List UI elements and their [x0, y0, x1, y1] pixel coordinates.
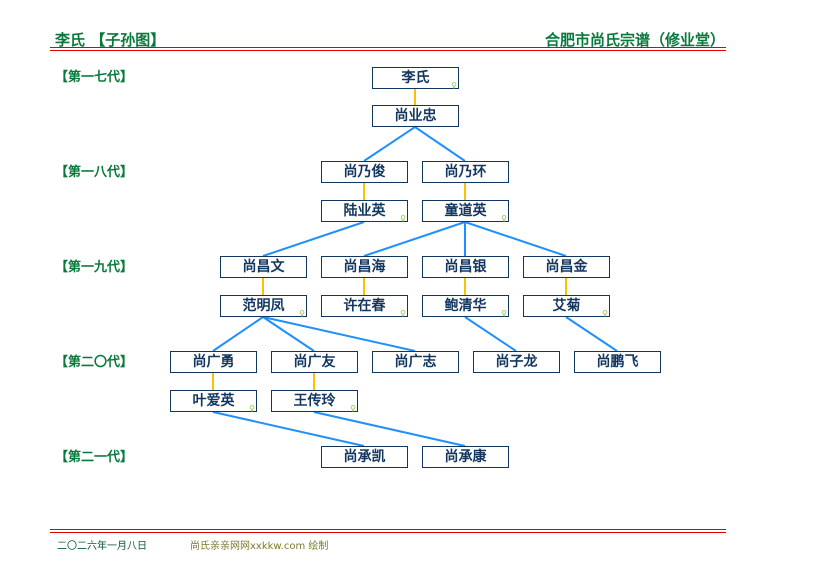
person-box[interactable]: 尚鹏飞 [574, 351, 661, 373]
header-rule [50, 50, 726, 51]
person-name: 李氏 [401, 70, 430, 86]
person-box[interactable]: 尚广友 [271, 351, 358, 373]
genealogy-title: 合肥市尚氏宗谱（修业堂） [544, 31, 725, 49]
female-icon: ♀ [400, 214, 406, 223]
person-box[interactable]: 尚广勇 [170, 351, 257, 373]
female-icon: ♀ [400, 309, 406, 318]
person-name: 尚承凯 [343, 449, 386, 465]
person-box[interactable]: 李氏 ♀ [372, 67, 459, 90]
person-name: 尚鹏飞 [596, 354, 639, 370]
person-box[interactable]: 尚昌银 [422, 256, 509, 278]
generation-label: 【第一八代】 [55, 165, 134, 180]
female-icon: ♀ [350, 404, 356, 413]
generation-label: 【第一七代】 [55, 70, 134, 85]
person-box[interactable]: 艾菊 ♀ [523, 295, 610, 318]
female-icon: ♀ [501, 214, 507, 223]
person-box[interactable]: 尚昌海 [321, 256, 408, 278]
person-name: 尚承康 [444, 449, 487, 465]
footer-credit: 尚氏亲亲网网xxkkw.com 绘制 [190, 541, 329, 552]
person-box[interactable]: 尚广志 [372, 351, 459, 373]
footer-rule [50, 532, 726, 533]
person-name: 叶爱英 [192, 393, 235, 409]
female-icon: ♀ [249, 404, 255, 413]
person-box[interactable]: 尚承康 [422, 446, 509, 468]
person-name: 尚乃环 [444, 164, 487, 180]
generation-label: 【第二〇代】 [55, 355, 134, 370]
person-box[interactable]: 尚业忠 [372, 105, 459, 127]
person-box[interactable]: 尚乃俊 [321, 161, 408, 183]
page-title: 李氏 【子孙图】 [55, 31, 166, 49]
person-name: 范明凤 [242, 298, 285, 314]
person-name: 尚昌银 [444, 259, 487, 275]
person-name: 尚广志 [394, 354, 437, 370]
footer-date: 二〇二六年一月八日 [57, 541, 147, 552]
female-icon: ♀ [451, 81, 457, 90]
person-name: 尚昌海 [343, 259, 386, 275]
person-box[interactable]: 尚承凯 [321, 446, 408, 468]
person-name: 艾菊 [552, 298, 581, 314]
person-box[interactable]: 尚昌金 [523, 256, 610, 278]
person-name: 尚子龙 [495, 354, 538, 370]
person-box[interactable]: 尚子龙 [473, 351, 560, 373]
footer-rule [50, 529, 726, 530]
person-box[interactable]: 童道英 ♀ [422, 200, 509, 223]
person-box[interactable]: 许在春 ♀ [321, 295, 408, 318]
person-box[interactable]: 叶爱英 ♀ [170, 390, 257, 413]
person-name: 尚乃俊 [343, 164, 386, 180]
female-icon: ♀ [602, 309, 608, 318]
person-name: 许在春 [343, 298, 386, 314]
person-box[interactable]: 尚乃环 [422, 161, 509, 183]
person-name: 王传玲 [293, 393, 336, 409]
person-box[interactable]: 陆业英 ♀ [321, 200, 408, 223]
person-name: 童道英 [444, 203, 487, 219]
generation-label: 【第一九代】 [55, 260, 134, 275]
person-name: 陆业英 [343, 203, 386, 219]
female-icon: ♀ [299, 309, 305, 318]
person-box[interactable]: 鲍清华 ♀ [422, 295, 509, 318]
person-name: 尚广勇 [192, 354, 235, 370]
person-name: 尚业忠 [394, 108, 437, 124]
person-name: 尚广友 [293, 354, 336, 370]
person-box[interactable]: 王传玲 ♀ [271, 390, 358, 413]
female-icon: ♀ [501, 309, 507, 318]
person-box[interactable]: 尚昌文 [220, 256, 307, 278]
person-name: 尚昌金 [545, 259, 588, 275]
person-box[interactable]: 范明凤 ♀ [220, 295, 307, 318]
generation-label: 【第二一代】 [55, 450, 134, 465]
person-name: 尚昌文 [242, 259, 285, 275]
header-rule [50, 47, 726, 48]
person-name: 鲍清华 [444, 298, 487, 314]
